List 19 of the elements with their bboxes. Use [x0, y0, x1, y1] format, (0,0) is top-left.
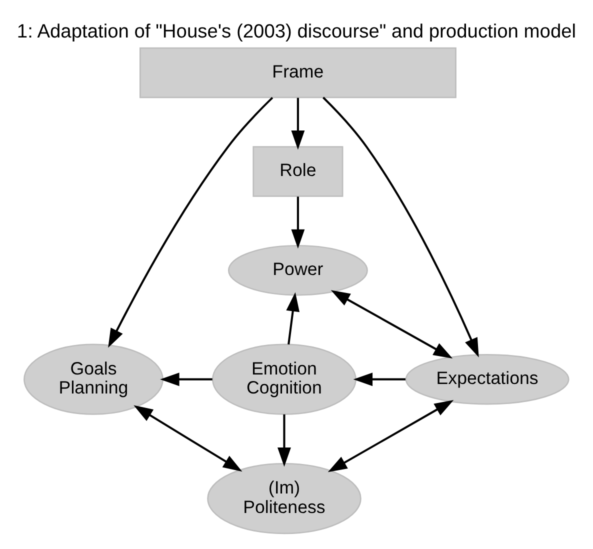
- arrow: [134, 404, 242, 472]
- arrow: [108, 96, 274, 348]
- node-ellipse: (Im) Politeness: [207, 462, 362, 534]
- node-ellipse: Expectations: [405, 353, 570, 404]
- node-box: Role: [252, 146, 344, 196]
- arrow: [328, 399, 454, 472]
- diagram-title: 1: Adaptation of "House's (2003) discourse" and production model: [16, 20, 576, 42]
- node-ellipse: Goals Planning: [24, 343, 164, 414]
- arrow: [286, 292, 300, 344]
- arrow: [322, 96, 479, 357]
- arrow: [291, 196, 305, 248]
- arrow: [278, 414, 291, 466]
- arrow: [291, 97, 305, 150]
- node-box: Frame: [139, 46, 456, 98]
- node-ellipse: Emotion Cognition: [212, 343, 356, 414]
- arrow: [353, 372, 406, 386]
- arrow: [160, 372, 212, 386]
- arrow: [330, 290, 453, 358]
- node-ellipse: Power: [228, 244, 368, 296]
